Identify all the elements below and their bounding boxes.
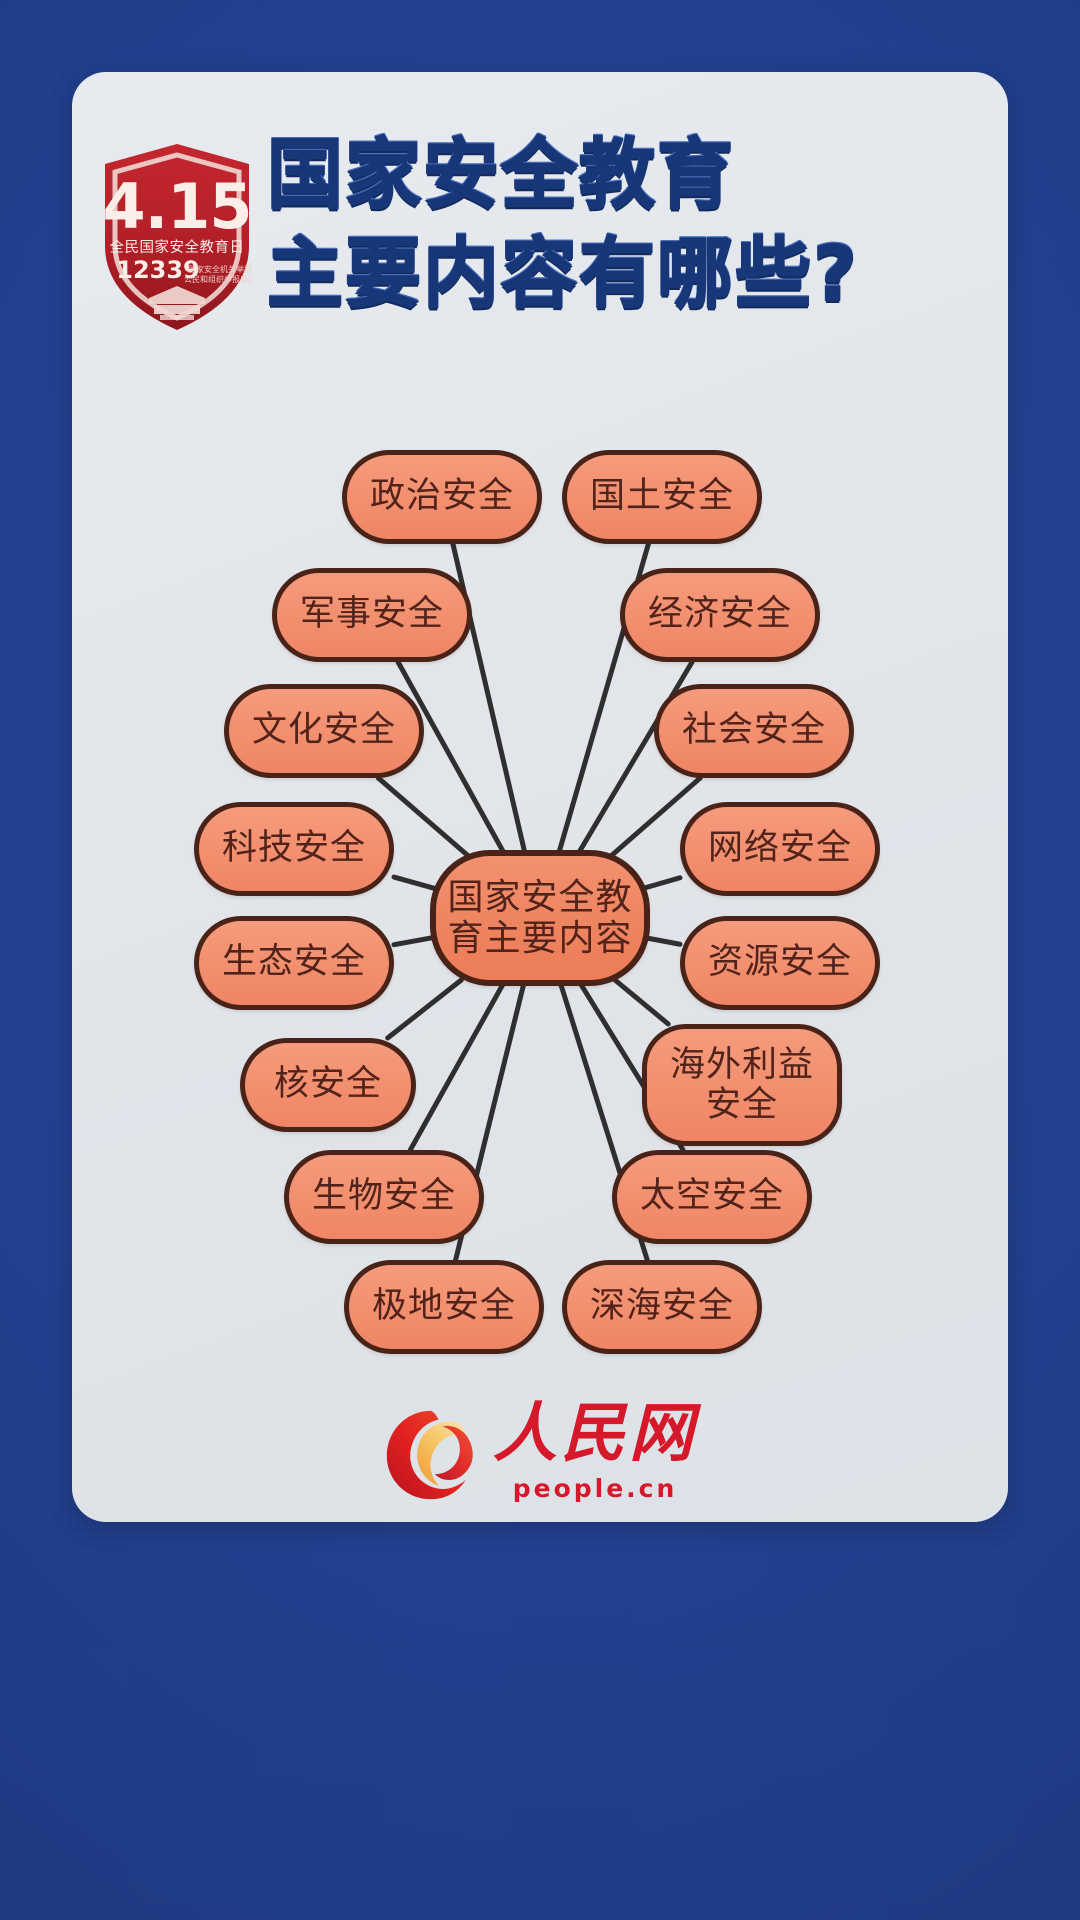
poster-card: 4.15 全民国家安全教育日 12339 国家安全机关举报 公民和组织举报电话 … bbox=[72, 72, 1008, 1522]
mindmap-node-n03[interactable]: 军事安全 bbox=[272, 568, 472, 662]
mindmap-node-n10[interactable]: 资源安全 bbox=[680, 916, 880, 1010]
mindmap-node-n06[interactable]: 社会安全 bbox=[654, 684, 854, 778]
mindmap-node-n09[interactable]: 生态安全 bbox=[194, 916, 394, 1010]
mindmap-edge bbox=[375, 775, 471, 859]
mindmap-node-n11[interactable]: 核安全 bbox=[240, 1038, 416, 1132]
brand-name-cn: 人民网 bbox=[493, 1395, 697, 1471]
mindmap-node-n12[interactable]: 海外利益 安全 bbox=[642, 1024, 842, 1146]
mindmap-edge bbox=[395, 659, 509, 859]
mindmap-edge bbox=[641, 875, 683, 891]
mindmap-edge bbox=[608, 775, 703, 859]
mindmap-edge bbox=[612, 977, 671, 1027]
mindmap-node-n05[interactable]: 文化安全 bbox=[224, 684, 424, 778]
logo-wordmark: 人民网 people.cn bbox=[493, 1395, 697, 1503]
mindmap-node-n13[interactable]: 生物安全 bbox=[284, 1150, 484, 1244]
mindmap-edge bbox=[407, 977, 508, 1153]
mindmap-node-n16[interactable]: 深海安全 bbox=[562, 1260, 762, 1354]
svg-text:4.15: 4.15 bbox=[103, 170, 252, 243]
mindmap-node-n14[interactable]: 太空安全 bbox=[612, 1150, 812, 1244]
mindmap-edge bbox=[641, 935, 683, 947]
mindmap-node-n07[interactable]: 科技安全 bbox=[194, 802, 394, 896]
mindmap-edge bbox=[391, 874, 439, 892]
svg-text:12339: 12339 bbox=[116, 256, 200, 284]
mindmap-node-n02[interactable]: 国土安全 bbox=[562, 450, 762, 544]
poster-footer: 人民网 people.cn bbox=[72, 1382, 1008, 1522]
people-cn-logo: 人民网 people.cn bbox=[383, 1395, 697, 1503]
mindmap-node-n15[interactable]: 极地安全 bbox=[344, 1260, 544, 1354]
brand-name-en: people.cn bbox=[512, 1473, 678, 1503]
poster-header: 4.15 全民国家安全教育日 12339 国家安全机关举报 公民和组织举报电话 … bbox=[72, 130, 1008, 362]
svg-text:公民和组织举报电话: 公民和组织举报电话 bbox=[184, 274, 252, 284]
title-line-2: 主要内容有哪些? bbox=[266, 229, 860, 319]
svg-text:全民国家安全教育日: 全民国家安全教育日 bbox=[110, 238, 245, 256]
mindmap-node-n08[interactable]: 网络安全 bbox=[680, 802, 880, 896]
mindmap-node-n04[interactable]: 经济安全 bbox=[620, 568, 820, 662]
mindmap-node-center[interactable]: 国家安全教 育主要内容 bbox=[430, 850, 650, 986]
people-cn-swirl-icon bbox=[386, 1410, 473, 1499]
svg-text:国家安全机关举报: 国家安全机关举报 bbox=[188, 264, 252, 274]
mindmap-edge bbox=[385, 977, 464, 1041]
title-line-1: 国家安全教育 bbox=[266, 130, 735, 219]
mindmap-edge bbox=[391, 934, 439, 948]
mindmap-node-n01[interactable]: 政治安全 bbox=[342, 450, 542, 544]
mindmap: 政治安全国土安全军事安全 经济安全文化安全 社会安全科技安全 网络安全生态安全 资源安全… bbox=[72, 362, 1008, 1382]
page-title: 国家安全教育 主要内容有哪些? bbox=[266, 130, 987, 319]
national-security-education-day-badge: 4.15 全民国家安全教育日 12339 国家安全机关举报 公民和组织举报电话 bbox=[102, 142, 252, 332]
